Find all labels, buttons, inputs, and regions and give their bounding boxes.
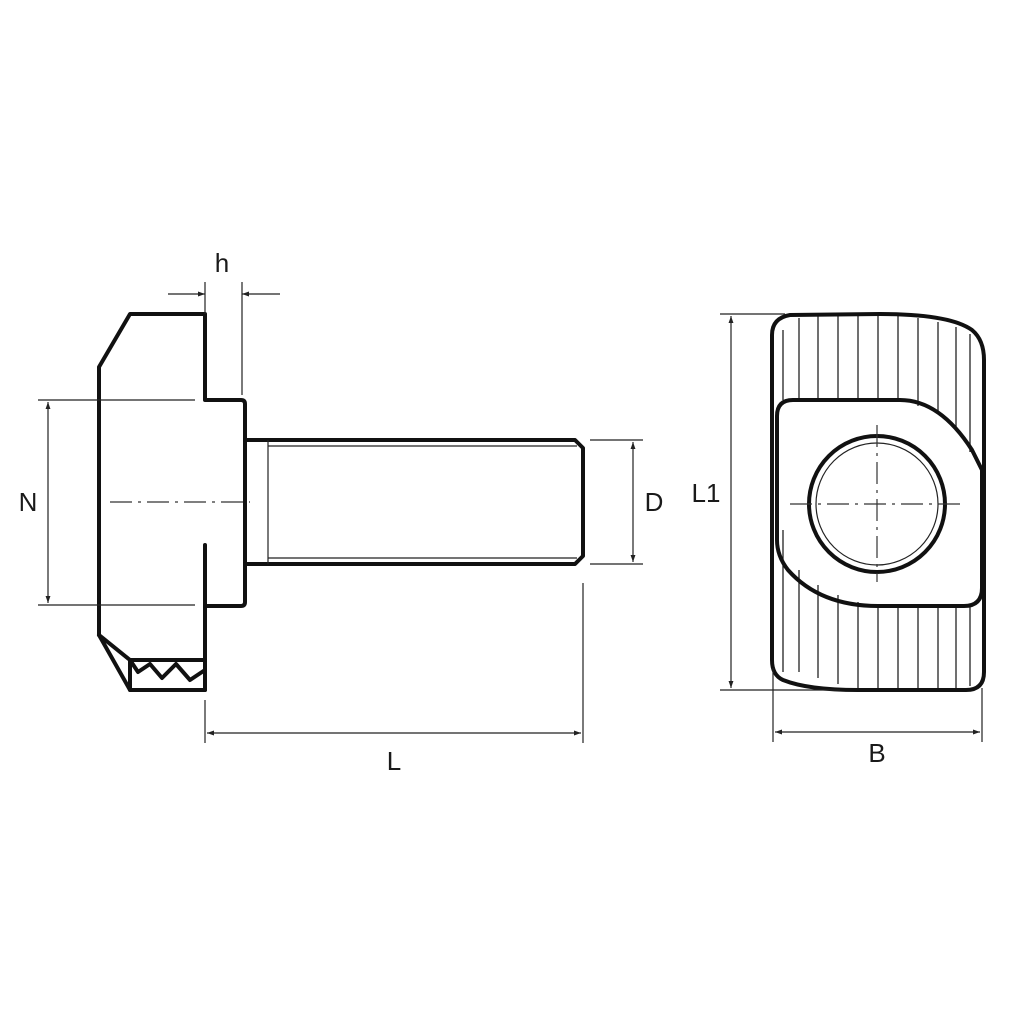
knurl-hatch-bottom [798, 570, 971, 689]
d-label: D [645, 487, 664, 517]
knurl-hatch-top [798, 315, 971, 452]
break-line [128, 658, 207, 692]
b-label: B [868, 738, 885, 768]
end-view: L1 B [692, 312, 986, 768]
h-label: h [215, 248, 229, 278]
thread-root-lines [267, 440, 577, 564]
head-inner-lines [97, 543, 207, 662]
side-view: h N D L [19, 248, 664, 776]
l-label: L [387, 746, 401, 776]
nut-outer-outline [770, 312, 986, 692]
nut-inner-boss [775, 398, 984, 608]
n-label: N [19, 487, 38, 517]
l1-label: L1 [692, 478, 721, 508]
bolt-head-outline [97, 312, 247, 692]
threaded-shank [243, 438, 585, 566]
head-bevel [97, 633, 132, 692]
